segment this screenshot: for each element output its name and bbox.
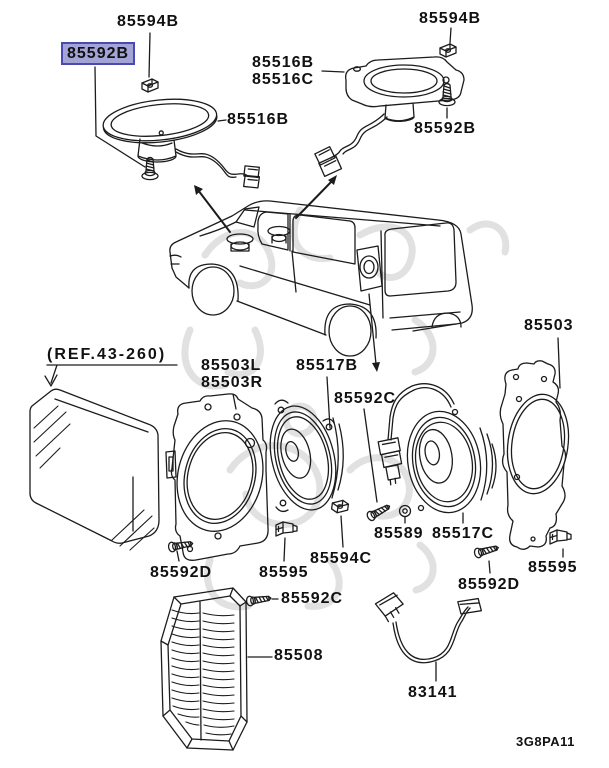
speaker-85517b-drawing <box>269 399 344 513</box>
reference-note[interactable]: (REF.43-260) <box>47 346 167 363</box>
part-label-85517b[interactable]: 85517B <box>296 357 359 374</box>
part-label-85592c-middle[interactable]: 85592C <box>334 390 397 407</box>
part-label-85592b-top-right[interactable]: 85592B <box>414 120 477 137</box>
trim-panel-drawing <box>29 364 178 551</box>
part-label-85592c-bottom[interactable]: 85592C <box>281 590 344 607</box>
part-label-85594c[interactable]: 85594C <box>310 550 373 567</box>
part-label-85503[interactable]: 85503 <box>524 317 574 334</box>
part-label-85592d-left[interactable]: 85592D <box>150 564 213 581</box>
part-label-85595-right[interactable]: 85595 <box>528 559 578 576</box>
part-label-85508[interactable]: 85508 <box>274 647 324 664</box>
part-label-85516c-top-right[interactable]: 85516C <box>252 71 315 88</box>
speaker-85517c-drawing <box>377 383 497 514</box>
part-label-85516b-top-right[interactable]: 85516B <box>252 54 315 71</box>
part-label-83141[interactable]: 83141 <box>408 684 458 701</box>
speaker-85516b-front-drawing <box>102 98 261 189</box>
part-label-85503l[interactable]: 85503L <box>201 357 262 374</box>
part-label-85594b-top-left[interactable]: 85594B <box>117 13 180 30</box>
part-label-85592d-right[interactable]: 85592D <box>458 576 521 593</box>
part-label-85516b-top-left[interactable]: 85516B <box>227 111 290 128</box>
speaker-85516bc-rear-drawing <box>314 56 465 177</box>
part-label-85517c[interactable]: 85517C <box>432 525 495 542</box>
grille-85508-drawing <box>160 587 248 751</box>
location-arrows <box>194 175 380 372</box>
background-watermark <box>181 206 510 611</box>
vehicle-illustration <box>169 200 473 357</box>
bracket-85503-drawing <box>499 360 570 550</box>
part-label-85589[interactable]: 85589 <box>374 525 424 542</box>
harness-83141-drawing <box>374 592 483 664</box>
bracket-85503lr-drawing <box>165 393 269 561</box>
part-label-85595-left[interactable]: 85595 <box>259 564 309 581</box>
part-label-85592b-highlighted[interactable]: 85592B <box>61 42 136 65</box>
leader-lines <box>94 27 564 682</box>
part-label-85503r[interactable]: 85503R <box>201 374 264 391</box>
part-label-85594b-top-right[interactable]: 85594B <box>419 10 482 27</box>
drawing-code: 3G8PA11 <box>516 734 575 749</box>
